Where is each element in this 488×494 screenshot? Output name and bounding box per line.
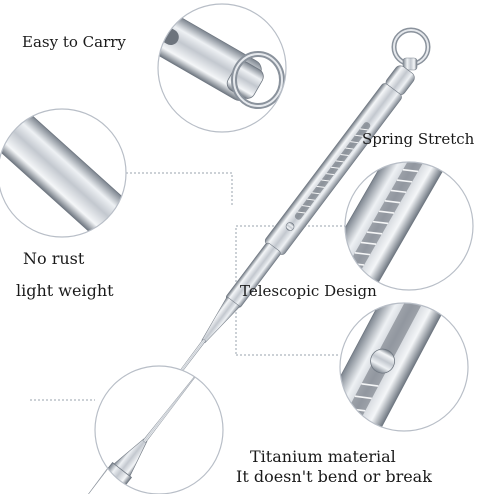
zoom-circle-tube [0, 108, 127, 238]
zoom-circle-tip [94, 365, 224, 494]
zoom-circle-slider [339, 302, 469, 432]
label-easy-to-carry: Easy to Carry [22, 33, 126, 51]
label-no-rust: No rust [23, 249, 85, 268]
label-no-bend-or-break: It doesn't bend or break [236, 467, 432, 486]
label-spring-stretch: Spring Stretch [362, 130, 475, 148]
label-light-weight: light weight [16, 281, 114, 300]
label-titanium-material: Titanium material [250, 447, 396, 466]
keyring [391, 27, 431, 71]
zoom-circle-cap [157, 3, 287, 133]
leader-lines [30, 172, 346, 401]
label-telescopic-design: Telescopic Design [240, 282, 377, 300]
leader-line-telescopic [235, 225, 346, 355]
leader-line-no-rust [126, 172, 233, 205]
